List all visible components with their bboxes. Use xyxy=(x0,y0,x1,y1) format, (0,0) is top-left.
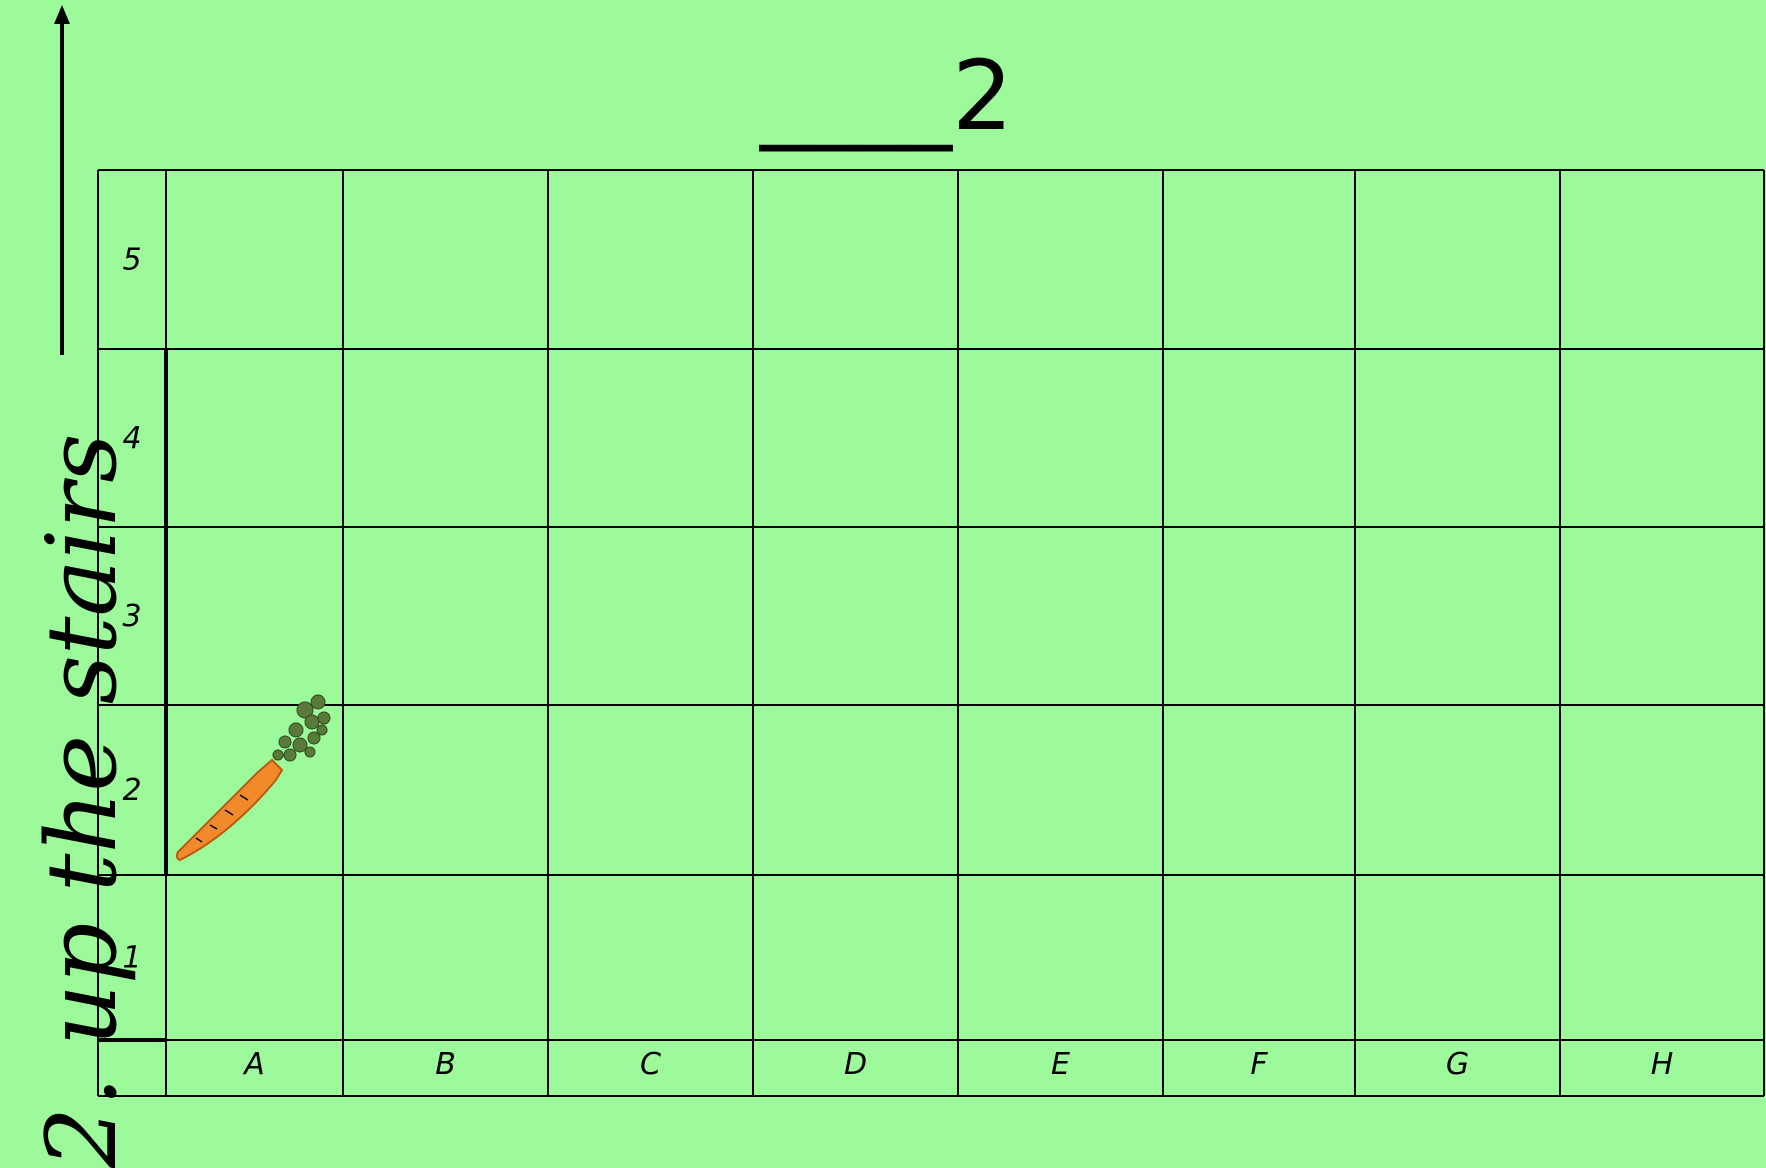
coordinate-grid: A B C D E F G H 5 4 3 2 1 xyxy=(0,0,1766,1098)
row-label-2: 2 xyxy=(122,773,141,808)
column-label-b: B xyxy=(435,1047,456,1082)
column-label-g: G xyxy=(1446,1047,1469,1082)
row-label-3: 3 xyxy=(122,599,141,634)
column-label-h: H xyxy=(1651,1047,1674,1082)
carrot-icon xyxy=(177,695,330,860)
column-label-e: E xyxy=(1051,1047,1070,1082)
row-labels: 5 4 3 2 1 xyxy=(122,243,141,976)
row-label-1: 1 xyxy=(122,941,141,976)
row-label-4: 4 xyxy=(122,421,141,456)
column-label-d: D xyxy=(844,1047,867,1082)
row-label-5: 5 xyxy=(122,243,141,278)
column-label-f: F xyxy=(1250,1047,1268,1082)
grid-lines xyxy=(98,170,1764,1096)
up-arrow-icon xyxy=(54,5,70,355)
column-label-a: A xyxy=(242,1047,265,1082)
column-label-c: C xyxy=(640,1047,661,1082)
